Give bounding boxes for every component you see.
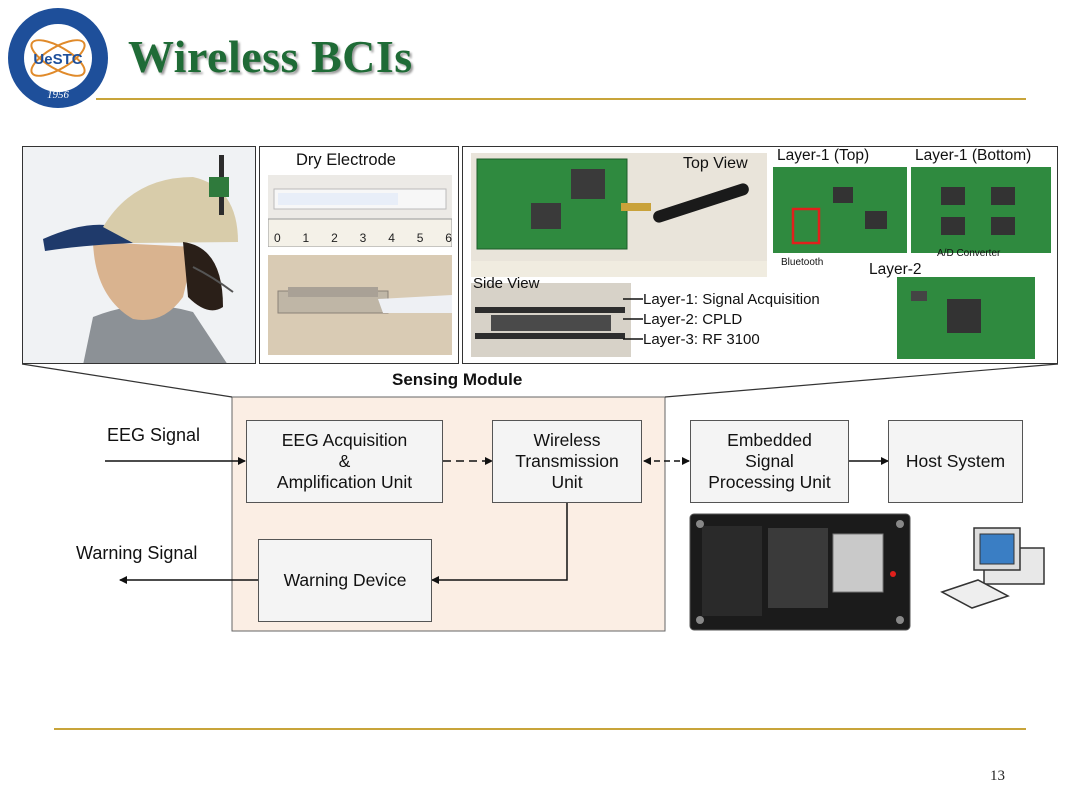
slide-title: Wireless BCIs	[128, 31, 413, 82]
circuit-board-photos: Top View Side View Layer-1: Signal Acqui…	[462, 146, 1058, 364]
host-system-box: Host System	[888, 420, 1023, 503]
footer-divider	[54, 728, 1026, 730]
side-layer-1: Layer-1: Signal Acquisition	[643, 291, 820, 308]
ruler-tick: 4	[388, 231, 395, 245]
layer2-label: Layer-2	[869, 261, 922, 278]
warning-device-label: Warning Device	[283, 570, 407, 590]
university-logo: UeSTC 1956	[6, 6, 110, 110]
sensing-module-label: Sensing Module	[392, 370, 523, 389]
person-photo	[22, 146, 256, 364]
warning-signal-label: Warning Signal	[76, 543, 198, 563]
host-system-label: Host System	[905, 451, 1006, 471]
embedded-line-2: Signal	[745, 451, 794, 471]
ad-converter-label: A/D Converter	[937, 248, 1001, 259]
wireless-line-2: Transmission	[515, 451, 619, 471]
acquisition-line-3: Amplification Unit	[276, 472, 413, 492]
ruler-tick: 1	[302, 231, 310, 245]
side-layer-2: Layer-2: CPLD	[643, 311, 743, 328]
layer1-top-label: Layer-1 (Top)	[777, 147, 870, 164]
layer1-bottom-label: Layer-1 (Bottom)	[915, 147, 1032, 164]
ruler-ticks: 0 1 2 3 4 5 6	[274, 231, 452, 245]
warning-device-box: Warning Device	[258, 539, 432, 622]
computer-icon	[938, 520, 1050, 610]
embedded-line-3: Processing Unit	[708, 472, 831, 492]
side-view-label: Side View	[473, 275, 540, 292]
eeg-signal-label: EEG Signal	[107, 425, 201, 445]
ruler-tick: 0	[274, 231, 281, 245]
ruler-tick: 6	[445, 231, 452, 245]
side-layer-list: Layer-1: Signal Acquisition Layer-2: CPL…	[643, 290, 820, 350]
bluetooth-label: Bluetooth	[781, 257, 824, 268]
dry-electrode-label: Dry Electrode	[296, 151, 396, 169]
acquisition-line-2: &	[338, 451, 351, 471]
ruler-tick: 2	[331, 231, 338, 245]
embedded-line-1: Embedded	[727, 430, 812, 450]
acquisition-line-1: EEG Acquisition	[281, 430, 408, 450]
embedded-board-photo	[688, 512, 912, 632]
svg-text:UeSTC: UeSTC	[33, 51, 82, 68]
top-view-label: Top View	[683, 155, 748, 172]
wireless-transmission-unit-box: Wireless Transmission Unit	[492, 420, 642, 503]
svg-text:1956: 1956	[47, 89, 70, 101]
eeg-acquisition-unit-box: EEG Acquisition & Amplification Unit	[246, 420, 443, 503]
wireless-line-1: Wireless	[533, 430, 601, 450]
title-divider	[96, 98, 1026, 100]
side-layer-3: Layer-3: RF 3100	[643, 331, 760, 348]
page-number: 13	[990, 768, 1005, 784]
ruler-tick: 5	[416, 231, 424, 245]
dry-electrode-photo: Dry Electrode 0 1 2 3 4 5 6	[259, 146, 459, 364]
embedded-processing-unit-box: Embedded Signal Processing Unit	[690, 420, 849, 503]
ruler-tick: 3	[359, 231, 367, 245]
wireless-line-3: Unit	[551, 472, 583, 492]
university-seal-icon: UeSTC 1956	[8, 8, 108, 108]
